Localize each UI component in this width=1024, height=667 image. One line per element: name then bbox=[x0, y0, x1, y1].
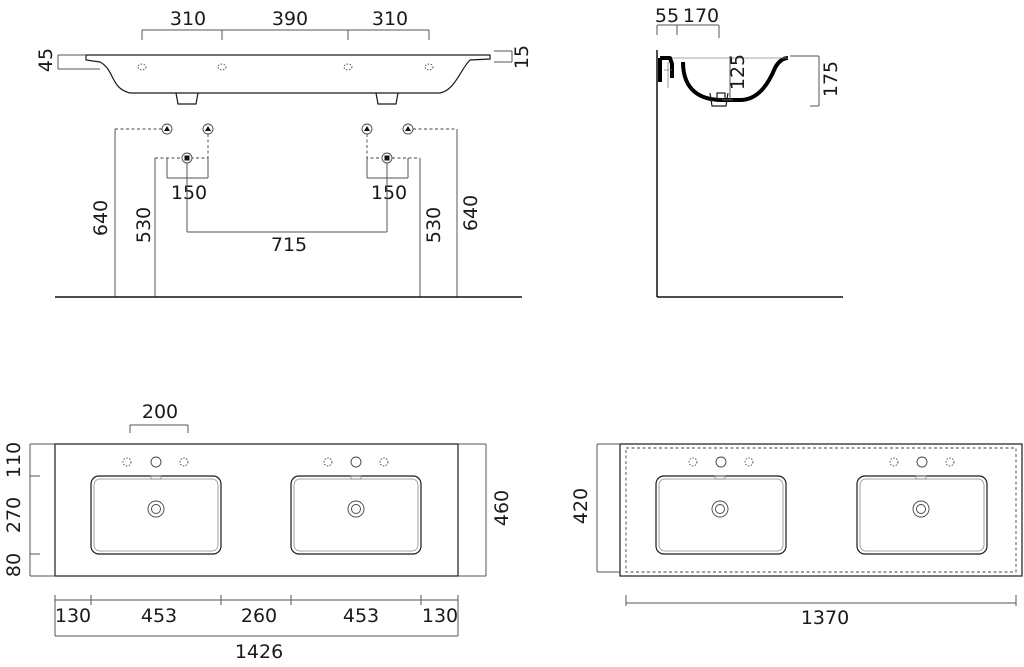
cabinet-outline bbox=[619, 443, 1023, 577]
dim-height-drain-right: 530 bbox=[423, 207, 445, 243]
top-outline bbox=[54, 443, 459, 577]
dim-top-310-left: 310 bbox=[170, 8, 206, 30]
tap-hole bbox=[323, 457, 333, 467]
tap-hole bbox=[379, 457, 389, 467]
tap-hole bbox=[150, 456, 162, 468]
supply-symbol-left-1 bbox=[161, 123, 173, 135]
supply-symbol-left-2 bbox=[202, 123, 214, 135]
tap-hole bbox=[945, 457, 955, 467]
dim-width-260: 260 bbox=[241, 605, 277, 627]
dim-width-130-left: 130 bbox=[55, 605, 91, 627]
dim-depth-110: 110 bbox=[3, 442, 25, 478]
dim-total-depth: 460 bbox=[491, 490, 513, 526]
dim-depth-80: 80 bbox=[3, 553, 25, 577]
dim-height-drain-left: 530 bbox=[133, 207, 155, 243]
bowl-right bbox=[290, 475, 422, 555]
dim-total-width: 1426 bbox=[235, 641, 283, 663]
dim-total-height: 175 bbox=[820, 61, 842, 97]
dim-height-supply-right: 640 bbox=[460, 195, 482, 231]
tap-hole bbox=[217, 63, 227, 71]
dim-side-170: 170 bbox=[683, 5, 719, 27]
tap-hole bbox=[179, 457, 189, 467]
tap-hole bbox=[715, 456, 727, 468]
dim-rim-left: 45 bbox=[35, 48, 57, 72]
cabinet-bowl-left bbox=[655, 475, 787, 555]
cabinet-inner-dashed bbox=[625, 447, 1017, 573]
dim-width-130-right: 130 bbox=[422, 605, 458, 627]
tap-hole bbox=[343, 63, 353, 71]
tap-hole bbox=[916, 456, 928, 468]
tap-hole bbox=[744, 457, 754, 467]
front-view: 310 390 310 45 15 bbox=[35, 8, 533, 298]
drain-hole-right bbox=[347, 500, 365, 518]
dim-supply-spacing-left: 150 bbox=[171, 182, 207, 204]
dim-depth-270: 270 bbox=[3, 497, 25, 533]
basin-front-outline bbox=[85, 54, 491, 94]
tap-hole bbox=[424, 63, 434, 71]
drain-symbol-left bbox=[181, 152, 193, 164]
drain-hole-left bbox=[147, 500, 165, 518]
dim-rim-right: 15 bbox=[511, 45, 533, 69]
dim-bowl-depth: 125 bbox=[727, 54, 749, 90]
dim-width-453-left: 453 bbox=[141, 605, 177, 627]
bowl-left bbox=[90, 475, 222, 555]
top-view: 200 110 270 80 460 130 453 260 453 130 1… bbox=[3, 401, 513, 663]
drain-symbol-right bbox=[381, 152, 393, 164]
cabinet-view: 420 1370 bbox=[570, 443, 1023, 629]
dim-cabinet-width: 1370 bbox=[801, 607, 849, 629]
dim-tap-spacing: 200 bbox=[142, 401, 178, 423]
dim-drain-spacing: 715 bbox=[271, 234, 307, 256]
supply-symbol-right-1 bbox=[361, 123, 373, 135]
drain-trap-left bbox=[175, 92, 199, 105]
side-view: 55 170 125 175 bbox=[655, 5, 843, 298]
dim-cabinet-depth: 420 bbox=[570, 488, 592, 524]
tap-hole bbox=[350, 456, 362, 468]
dim-top-310-right: 310 bbox=[372, 8, 408, 30]
dim-height-supply-left: 640 bbox=[90, 200, 112, 236]
drain-trap-right bbox=[375, 92, 399, 105]
dim-supply-spacing-right: 150 bbox=[371, 182, 407, 204]
dim-top-390: 390 bbox=[272, 8, 308, 30]
basin-section-profile bbox=[658, 56, 789, 102]
dim-side-55: 55 bbox=[655, 5, 679, 27]
tap-hole bbox=[688, 457, 698, 467]
supply-symbol-right-2 bbox=[402, 123, 414, 135]
tap-hole bbox=[889, 457, 899, 467]
cabinet-bowl-right bbox=[856, 475, 988, 555]
dim-width-453-right: 453 bbox=[343, 605, 379, 627]
tap-hole bbox=[137, 63, 147, 71]
tap-hole bbox=[122, 457, 132, 467]
